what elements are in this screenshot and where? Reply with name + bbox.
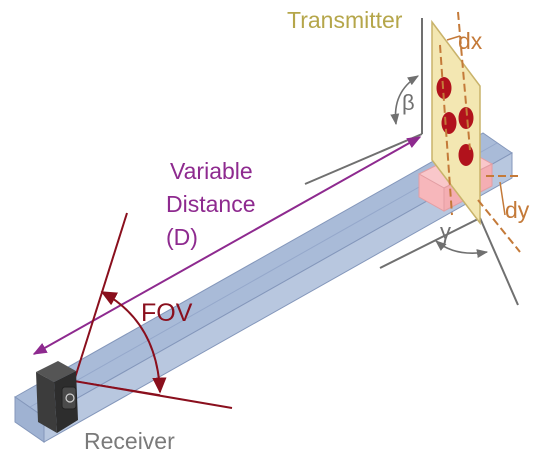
camera-lens bbox=[65, 393, 75, 403]
distance-label-line1: Variable bbox=[170, 158, 253, 184]
beta-ray-diagonal bbox=[304, 133, 423, 185]
fov-lines bbox=[73, 212, 233, 409]
camera-icon bbox=[36, 361, 78, 433]
gamma-arc bbox=[435, 240, 489, 258]
fov-ray-upper bbox=[73, 212, 128, 382]
gamma-label: γ bbox=[440, 219, 451, 244]
led-right bbox=[458, 107, 474, 129]
fov-label: FOV bbox=[141, 299, 193, 327]
receiver-label: Receiver bbox=[84, 428, 175, 454]
camera-top bbox=[36, 361, 76, 382]
dy-arrow bbox=[499, 181, 506, 216]
dx-line-1 bbox=[439, 44, 453, 216]
fov-arc bbox=[100, 291, 167, 394]
dx-line-2 bbox=[457, 11, 471, 151]
led-left bbox=[441, 112, 457, 134]
beta-label: β bbox=[402, 90, 415, 115]
beta-arc bbox=[390, 75, 419, 126]
dx-arrow bbox=[446, 35, 461, 41]
transmitter-label: Transmitter bbox=[287, 7, 403, 33]
dx-label: dx bbox=[458, 28, 483, 54]
dimension-lines bbox=[439, 11, 522, 253]
camera-lens-housing bbox=[61, 386, 77, 410]
camera-body bbox=[36, 372, 57, 433]
dy-label: dy bbox=[505, 197, 530, 223]
led-bottom bbox=[458, 144, 474, 166]
dy-line-2 bbox=[477, 199, 521, 253]
distance-label-line3: (D) bbox=[166, 224, 198, 250]
gamma-ray-diagonal bbox=[479, 217, 519, 306]
distance-line bbox=[32, 136, 422, 355]
rail-end-face bbox=[14, 396, 45, 443]
distance-label-line2: Distance bbox=[166, 191, 255, 217]
